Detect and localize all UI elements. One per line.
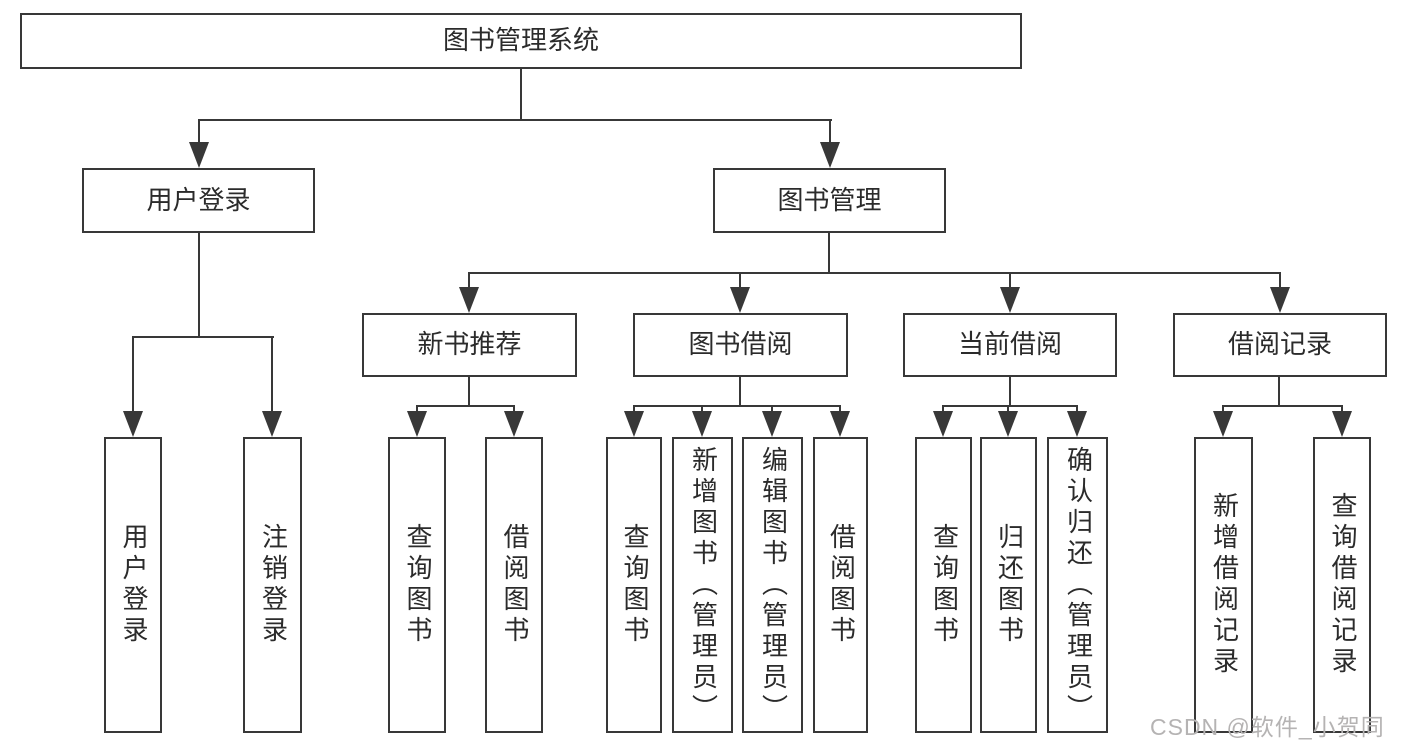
- connector-drop-leaf-user-login: [132, 336, 134, 413]
- node-user-login: 用户登录: [82, 168, 315, 233]
- leaf-logout: 注销登录: [243, 437, 302, 733]
- watermark: CSDN @软件_小贺同学: [1150, 714, 1385, 740]
- leaf-confirm-return-admin: 确认归还（管理员）: [1047, 437, 1108, 733]
- connector-drop-current-borrowing: [1009, 272, 1011, 289]
- leaf-add-books-admin: 新增图书（管理员）: [672, 437, 733, 733]
- connector-drop: [513, 405, 515, 413]
- leaf-query-books-3: 查询图书: [915, 437, 972, 733]
- arrowhead-down-icon: [692, 411, 712, 437]
- connector-current-borrowing-stem: [1009, 377, 1011, 406]
- node-new-book-recommendation: 新书推荐: [362, 313, 577, 377]
- arrowhead-down-icon: [262, 411, 282, 437]
- connector-borrowing-records-hline: [1222, 405, 1343, 407]
- connector-current-borrowing-hline: [942, 405, 1078, 407]
- arrowhead-down-icon: [762, 411, 782, 437]
- arrowhead-down-icon: [933, 411, 953, 437]
- connector-drop: [1222, 405, 1224, 413]
- arrowhead-down-icon: [1270, 287, 1290, 313]
- connector-root-stem: [520, 69, 522, 120]
- connector-borrowing-records-stem: [1278, 377, 1280, 406]
- connector-drop: [839, 405, 841, 413]
- node-borrowing-records: 借阅记录: [1173, 313, 1387, 377]
- connector-drop-user-login: [198, 119, 200, 144]
- connector-drop-leaf-logout: [271, 336, 273, 413]
- leaf-add-borrow-record: 新增借阅记录: [1194, 437, 1253, 733]
- connector-drop: [942, 405, 944, 413]
- connector-book-borrowing-stem: [739, 377, 741, 406]
- connector-book-borrowing-hline: [633, 405, 841, 407]
- node-book-borrowing: 图书借阅: [633, 313, 848, 377]
- connector-drop: [633, 405, 635, 413]
- connector-user-login-hline: [132, 336, 274, 338]
- leaf-user-login: 用户登录: [104, 437, 162, 733]
- connector-drop: [1007, 405, 1009, 413]
- node-book-management: 图书管理: [713, 168, 946, 233]
- node-library-management-system: 图书管理系统: [20, 13, 1022, 69]
- arrowhead-down-icon: [189, 142, 209, 168]
- arrowhead-down-icon: [504, 411, 524, 437]
- arrowhead-down-icon: [820, 142, 840, 168]
- node-current-borrowing: 当前借阅: [903, 313, 1117, 377]
- connector-root-hline: [198, 119, 832, 121]
- connector-book-management-hline: [468, 272, 1281, 274]
- arrowhead-down-icon: [830, 411, 850, 437]
- connector-drop-borrowing-records: [1279, 272, 1281, 289]
- connector-drop: [701, 405, 703, 413]
- connector-drop: [771, 405, 773, 413]
- leaf-query-borrow-record: 查询借阅记录: [1313, 437, 1371, 733]
- connector-drop-book-management: [829, 119, 831, 144]
- connector-drop: [1076, 405, 1078, 413]
- leaf-edit-books-admin: 编辑图书（管理员）: [742, 437, 803, 733]
- connector-new-book-stem: [468, 377, 470, 406]
- arrowhead-down-icon: [1213, 411, 1233, 437]
- connector-drop: [416, 405, 418, 413]
- connector-drop-new-book: [468, 272, 470, 289]
- connector-user-login-stem: [198, 233, 200, 337]
- connector-drop-book-borrowing: [739, 272, 741, 289]
- arrowhead-down-icon: [998, 411, 1018, 437]
- connector-new-book-hline: [416, 405, 515, 407]
- arrowhead-down-icon: [123, 411, 143, 437]
- arrowhead-down-icon: [1000, 287, 1020, 313]
- arrowhead-down-icon: [459, 287, 479, 313]
- leaf-query-books-1: 查询图书: [388, 437, 446, 733]
- leaf-borrow-books-2: 借阅图书: [813, 437, 868, 733]
- leaf-return-books: 归还图书: [980, 437, 1037, 733]
- leaf-query-books-2: 查询图书: [606, 437, 662, 733]
- connector-drop: [1341, 405, 1343, 413]
- arrowhead-down-icon: [730, 287, 750, 313]
- arrowhead-down-icon: [624, 411, 644, 437]
- leaf-borrow-books-1: 借阅图书: [485, 437, 543, 733]
- connector-book-management-stem: [828, 233, 830, 273]
- arrowhead-down-icon: [407, 411, 427, 437]
- arrowhead-down-icon: [1067, 411, 1087, 437]
- arrowhead-down-icon: [1332, 411, 1352, 437]
